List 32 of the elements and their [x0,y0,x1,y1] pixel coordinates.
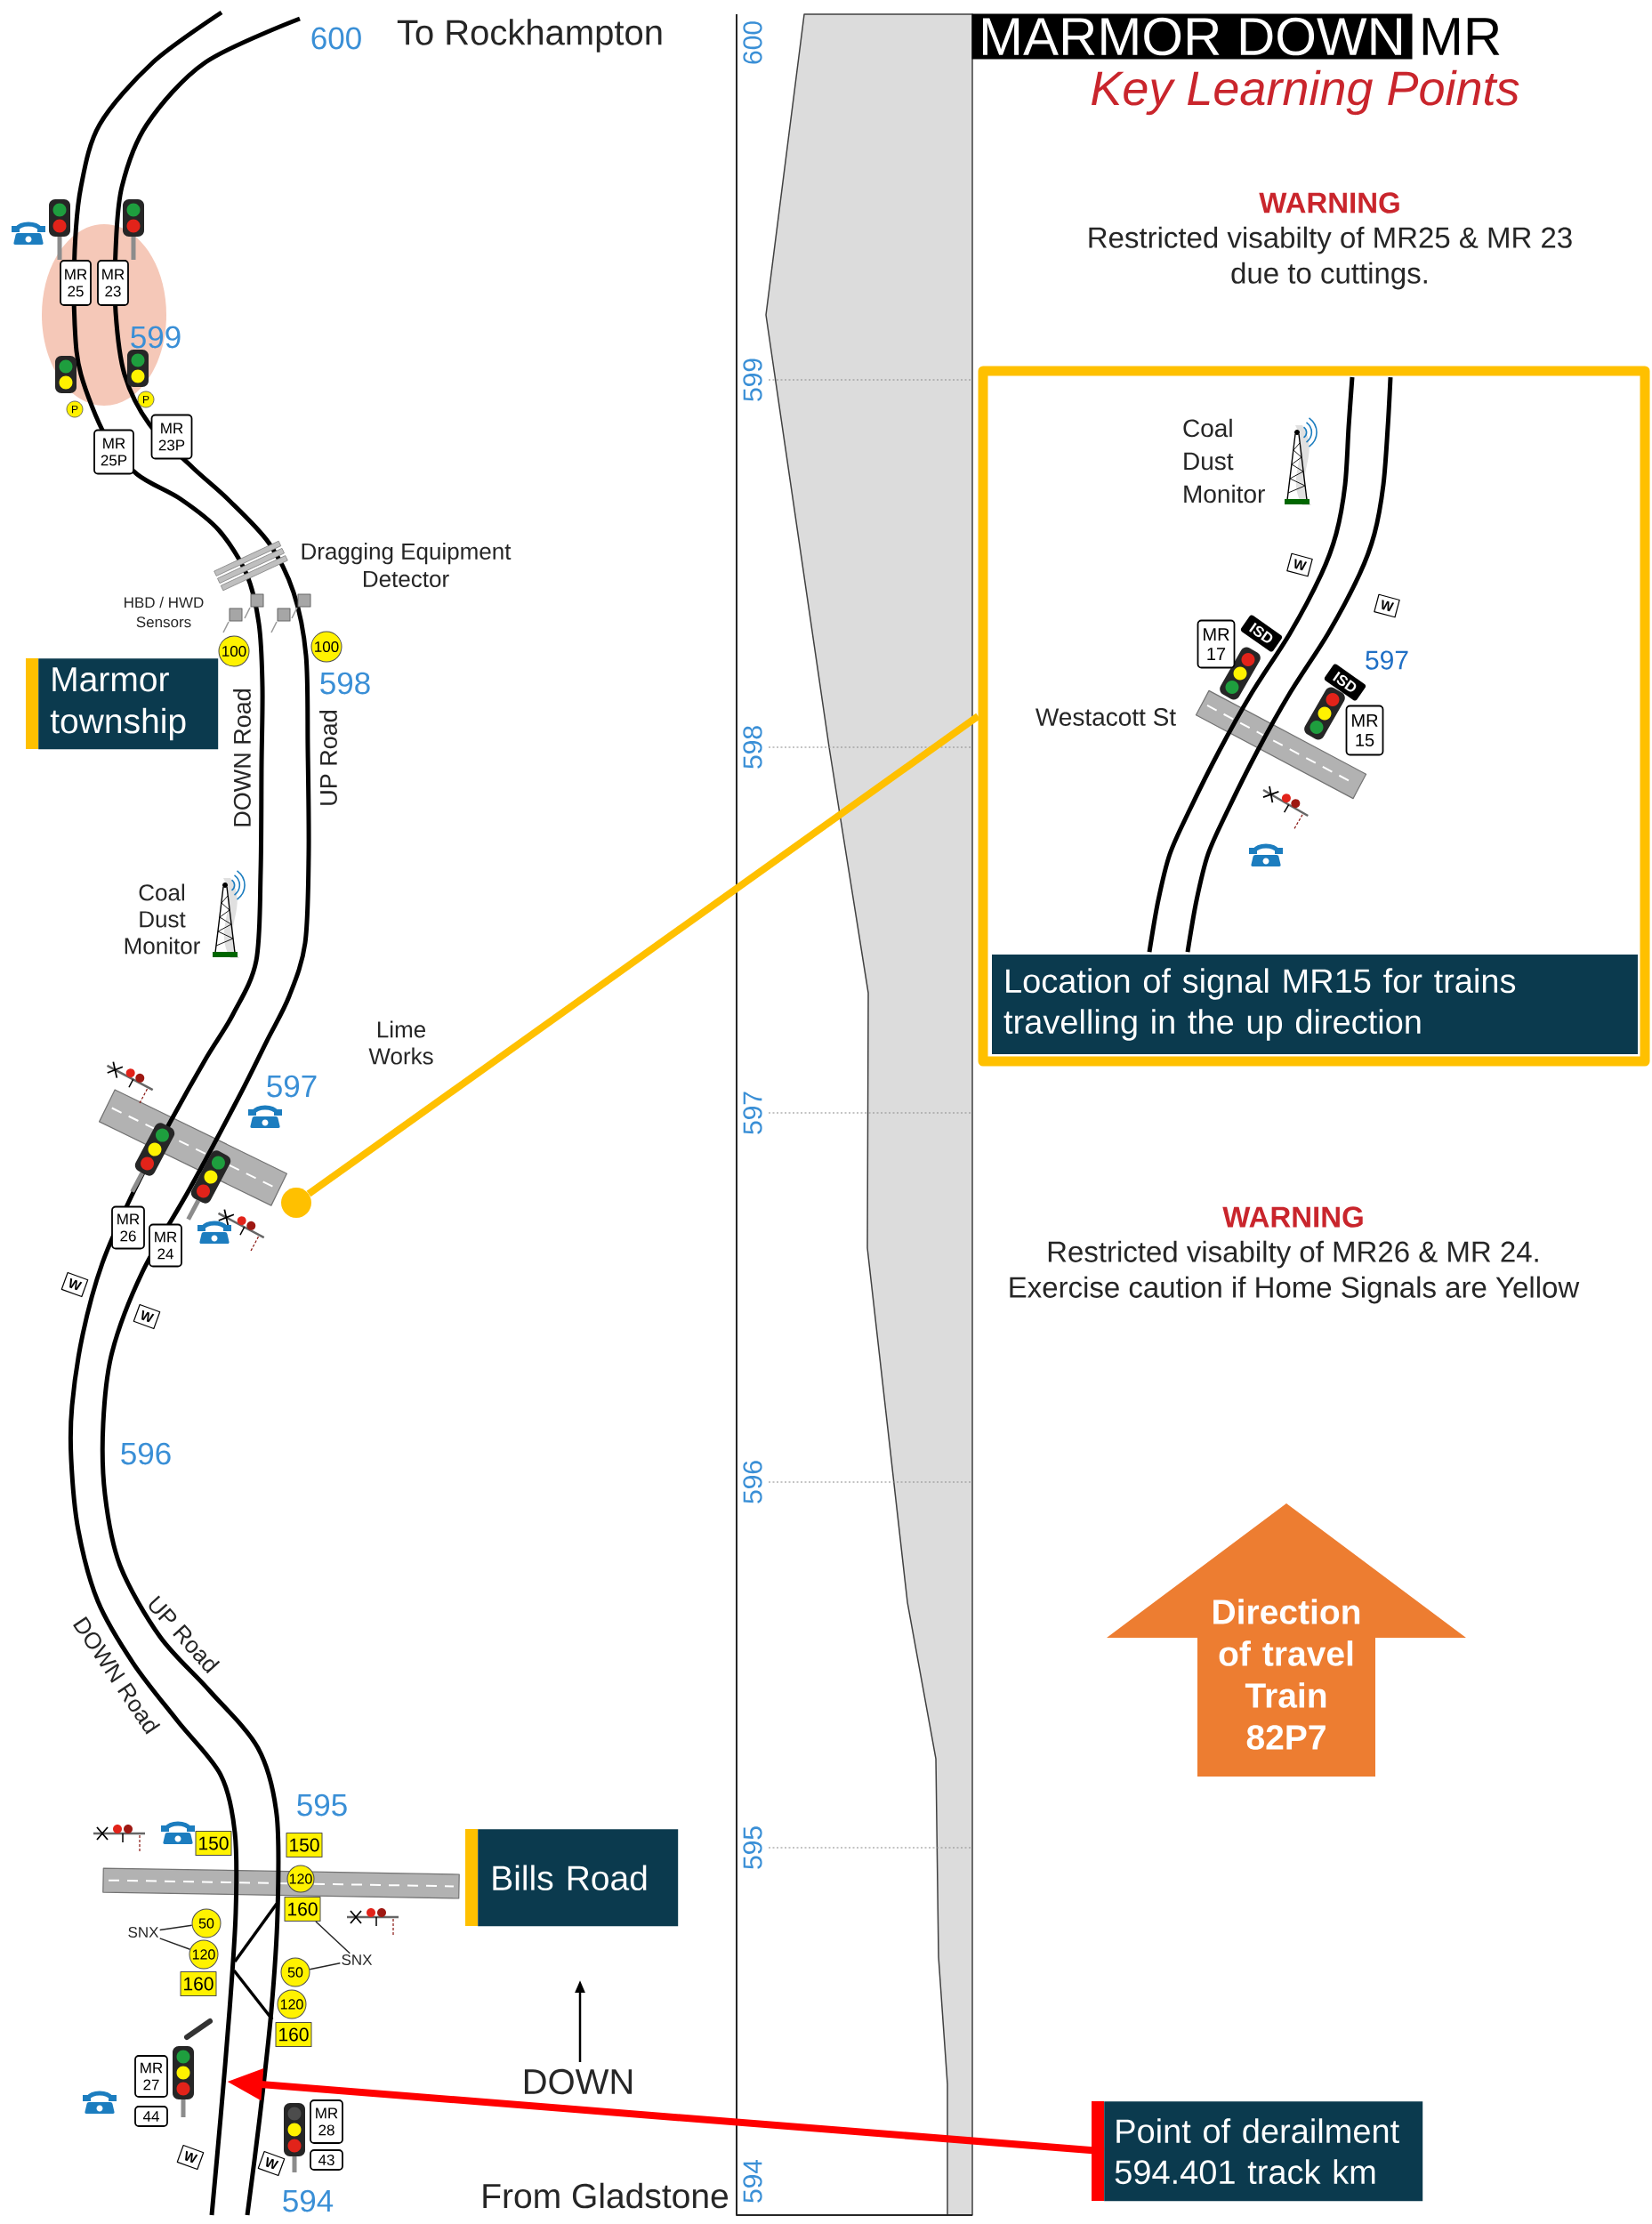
track-label: UP Road [319,711,337,805]
axis-label: 596 [743,1461,762,1503]
axis-label: 594 [743,2159,762,2203]
direction-label: DOWN [524,2068,633,2095]
axis-label: 597 [743,1092,762,1134]
axis-label: 599 [743,359,762,401]
equipment-label: Coal Dust Monitor [125,883,200,955]
km-number: 597 [267,1075,317,1098]
street-label: Westacott St [1036,708,1176,726]
km-number: 600 [311,27,361,50]
equipment-label: Coal Dust Monitor [1183,418,1265,504]
place-label: To Rockhampton [397,19,662,52]
warning-heading: WARNING [1259,192,1399,214]
km-number: 598 [320,672,370,695]
warning-text: Restricted visabilty of MR26 & MR 24. Exercise caution if Home Signals are Yellow [1010,1240,1580,1304]
axis-label: 595 [743,1826,762,1869]
track-label: DOWN Road [233,689,251,826]
km-number: 594 [283,2189,334,2212]
subtitle: Key Learning Points [1092,69,1519,116]
km-number: 599 [131,326,181,349]
equipment-label: Dragging Equipment Detector [302,542,512,588]
warning-heading: WARNING [1222,1206,1363,1228]
km-number: 597 [1366,650,1408,670]
axis-label: 598 [743,726,762,769]
km-number: 596 [121,1442,171,1465]
warning-text: Restricted visabilty of MR25 & MR 23 due to cuttings. [1089,226,1572,290]
axis-label: 600 [743,21,762,64]
title-text: MR [1422,18,1500,55]
place-label: From Gladstone [483,2182,729,2209]
km-number: 595 [297,1793,347,1817]
place-label: Lime Works [368,1020,433,1065]
equipment-label: HBD / HWD Sensors [125,596,204,628]
